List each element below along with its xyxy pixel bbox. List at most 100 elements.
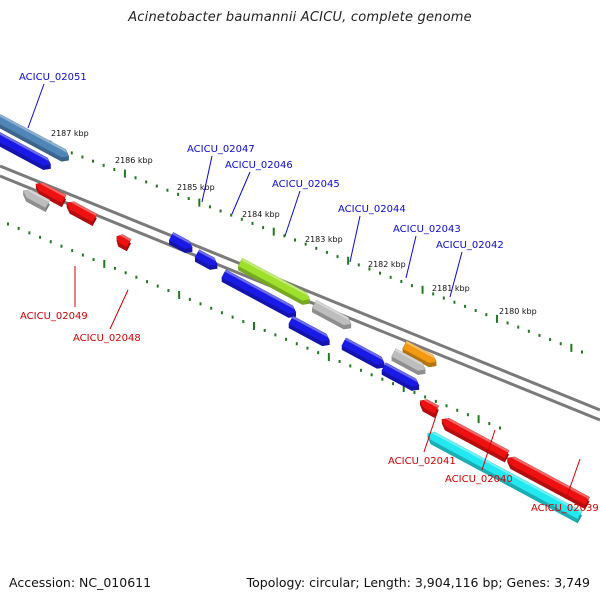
- map-title: Acinetobacter baumannii ACICU, complete …: [128, 10, 472, 25]
- gene-body: [221, 269, 297, 314]
- gene-body: [419, 399, 440, 415]
- kbp-label: 2184 kbp: [242, 210, 280, 219]
- label-leader-line: [201, 155, 213, 203]
- gene-feature-acicu-02047: [168, 232, 193, 253]
- gene-label: ACICU_02045: [272, 179, 340, 237]
- gene-label-text: ACICU_02051: [19, 72, 87, 83]
- gene-highlight: [39, 182, 67, 198]
- backbone-line-upper: [0, 164, 600, 412]
- gene-label: ACICU_02043: [393, 224, 461, 279]
- gene-feature-acicu-02042: [402, 340, 437, 368]
- gene-highlight: [431, 432, 583, 514]
- gene-feature-acicu-02051: [0, 114, 70, 162]
- gene-feature-blue: [221, 269, 297, 318]
- label-leader-line: [284, 190, 301, 237]
- gene-feature-acicu-02045: [237, 257, 311, 305]
- gene-feature-red: [441, 418, 510, 463]
- gene-highlight: [198, 249, 216, 262]
- gene-side: [507, 458, 586, 510]
- gene-label: ACICU_02041: [388, 409, 456, 467]
- gene-feature-blue: [0, 132, 52, 170]
- gene-label-text: ACICU_02048: [73, 333, 141, 344]
- gene-label: ACICU_02049: [20, 266, 88, 322]
- label-leader-line: [27, 83, 45, 129]
- gene-label: ACICU_02040: [445, 429, 513, 485]
- gene-label: ACICU_02042: [436, 240, 504, 298]
- kbp-label: 2180 kbp: [499, 307, 537, 316]
- topology-text: Topology: circular; Length: 3,904,116 bp…: [246, 575, 590, 590]
- gene-label-text: ACICU_02045: [272, 179, 340, 190]
- gene-highlight: [291, 316, 329, 338]
- gene-highlight: [344, 337, 383, 361]
- gene-feature-blue: [381, 362, 420, 391]
- gene-highlight: [445, 418, 510, 453]
- gene-feature-acicu-02043: [391, 348, 426, 375]
- label-leader-line: [423, 409, 439, 453]
- gene-label: ACICU_02048: [73, 289, 141, 344]
- gene-side: [23, 190, 46, 213]
- gene-body: [66, 201, 98, 223]
- gene-label: ACICU_02039: [531, 458, 599, 514]
- gene-features: [0, 114, 590, 524]
- gene-label-text: ACICU_02046: [225, 160, 293, 171]
- gene-label-text: ACICU_02041: [388, 456, 456, 467]
- gene-side: [116, 236, 127, 252]
- gene-highlight: [0, 132, 50, 162]
- scale-ticks: [7, 126, 583, 430]
- gene-highlight: [384, 362, 418, 383]
- gene-label-text: ACICU_02047: [187, 144, 255, 155]
- gene-feature-blue: [341, 337, 385, 369]
- gene-label: ACICU_02051: [19, 72, 87, 129]
- gene-highlight: [241, 258, 309, 297]
- label-leader-line: [349, 215, 361, 263]
- gene-highlight: [172, 232, 191, 245]
- kbp-label: 2181 kbp: [432, 284, 470, 293]
- gene-label-text: ACICU_02040: [445, 474, 513, 485]
- gene-feature-blue: [288, 315, 330, 347]
- gene-label-text: ACICU_02039: [531, 503, 599, 514]
- gene-highlight: [423, 399, 439, 408]
- kbp-label: 2187 kbp: [51, 129, 89, 138]
- label-leader-line: [405, 235, 417, 279]
- kbp-label: 2182 kbp: [368, 260, 406, 269]
- gene-highlight: [119, 234, 132, 242]
- gene-side: [419, 400, 435, 418]
- gene-highlight: [224, 269, 295, 310]
- gene-feature-acicu-02046: [194, 249, 218, 270]
- gene-highlight: [0, 114, 68, 153]
- kbp-label: 2186 kbp: [115, 156, 153, 165]
- gene-label: ACICU_02047: [187, 144, 255, 203]
- gene-label-text: ACICU_02049: [20, 311, 88, 322]
- gene-feature-red: [116, 234, 132, 252]
- gene-labels: ACICU_02051ACICU_02047ACICU_02046ACICU_0…: [19, 72, 599, 514]
- gene-label: ACICU_02046: [225, 160, 293, 215]
- accession-text: Accession: NC_010611: [9, 575, 152, 590]
- gene-body: [194, 249, 218, 266]
- gene-feature-acicu-02040: [427, 431, 583, 524]
- gene-label-text: ACICU_02043: [393, 224, 461, 235]
- gene-body: [427, 431, 583, 520]
- gene-side: [427, 433, 578, 524]
- gene-highlight: [26, 189, 50, 203]
- gene-body: [506, 456, 590, 506]
- gene-highlight: [315, 300, 350, 321]
- label-leader-line: [449, 251, 463, 298]
- gene-feature-red: [66, 201, 98, 226]
- label-leader-line: [109, 289, 129, 330]
- gene-side: [441, 419, 505, 463]
- gene-label: ACICU_02044: [338, 204, 406, 263]
- gene-feature-acicu-02041: [419, 399, 440, 418]
- gene-body: [35, 182, 67, 204]
- gene-label-text: ACICU_02044: [338, 204, 406, 215]
- label-leader-line: [565, 458, 581, 500]
- label-leader-line: [481, 429, 496, 471]
- gene-label-text: ACICU_02042: [436, 240, 504, 251]
- gene-highlight: [70, 201, 97, 217]
- kbp-label: 2185 kbp: [177, 183, 215, 192]
- gene-highlight: [394, 348, 424, 367]
- gene-highlight: [405, 340, 435, 359]
- gene-side: [66, 202, 93, 226]
